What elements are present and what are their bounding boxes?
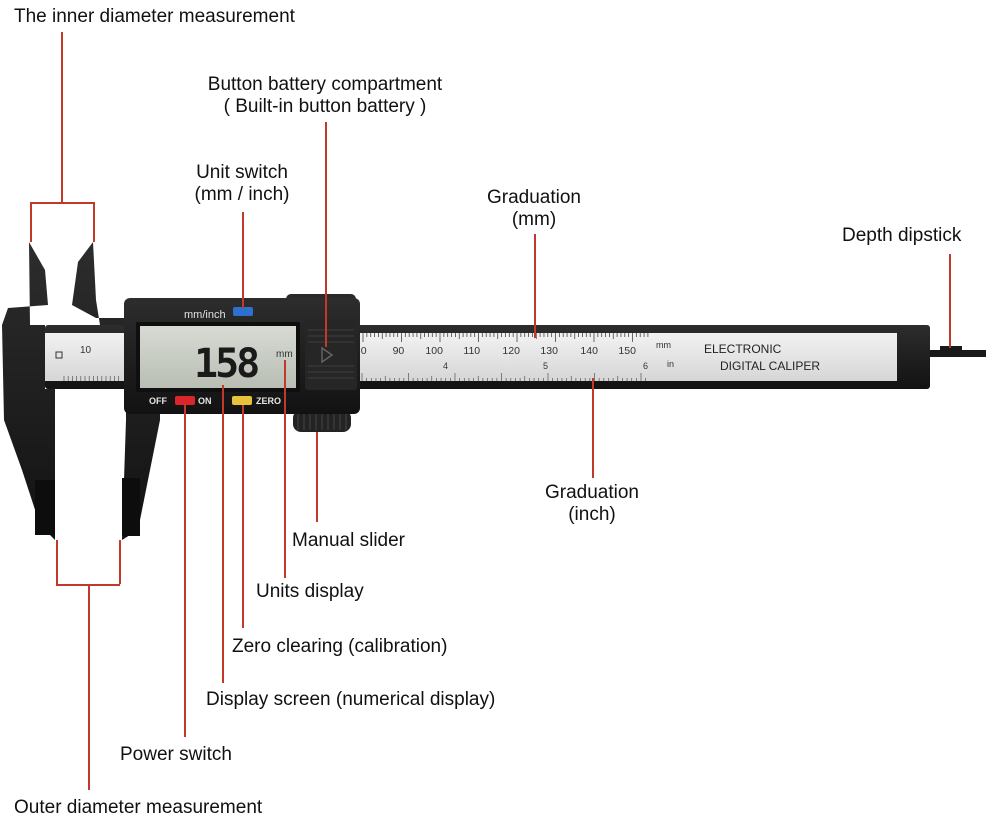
depth-dipstick-leader bbox=[949, 254, 951, 348]
scale-in-unit: in bbox=[667, 359, 674, 369]
fixed-jaw bbox=[2, 242, 55, 540]
depth-rod bbox=[920, 346, 986, 357]
inner-diameter-label: The inner diameter measurement bbox=[14, 6, 295, 27]
mm-tick-label: 100 bbox=[425, 345, 443, 357]
mm-tick-label: 90 bbox=[393, 345, 405, 357]
mode-label: mm/inch bbox=[184, 309, 226, 321]
lcd-unit: mm bbox=[276, 349, 293, 360]
graduation-inch-line2: (inch) bbox=[568, 504, 616, 525]
power-switch-leader bbox=[184, 405, 186, 737]
graduation-mm-label: Graduation (mm) bbox=[474, 187, 594, 231]
lcd-reading: 158 bbox=[194, 341, 258, 387]
inch-major-label: 5 bbox=[543, 361, 548, 371]
battery-leader bbox=[325, 122, 327, 347]
on-label: ON bbox=[198, 396, 212, 406]
brand-line2: DIGITAL CALIPER bbox=[720, 359, 820, 373]
brand-line1: ELECTRONIC bbox=[704, 342, 782, 356]
zero-button[interactable] bbox=[232, 396, 252, 405]
zero-clearing-leader bbox=[242, 405, 244, 628]
graduation-mm-leader bbox=[534, 234, 536, 338]
battery-label-line2: ( Built-in button battery ) bbox=[223, 96, 427, 117]
mm-scale-numbers: 0 90 100 110 120 130 140 150 4 5 6 bbox=[361, 345, 648, 371]
units-display-label: Units display bbox=[256, 581, 364, 602]
mm-tick-label: 150 bbox=[618, 345, 636, 357]
scale-mm-unit: mm bbox=[656, 340, 671, 350]
display-screen-leader bbox=[222, 385, 224, 683]
graduation-mm-line2: (mm) bbox=[511, 209, 557, 230]
battery-compartment-label: Button battery compartment ( Built-in bu… bbox=[190, 74, 460, 118]
jaw-scale-tick: 10 bbox=[80, 345, 92, 356]
manual-slider-label: Manual slider bbox=[292, 530, 405, 551]
outer-diameter-label: Outer diameter measurement bbox=[14, 797, 263, 818]
inch-scale-ticks bbox=[63, 373, 647, 381]
graduation-mm-line1: Graduation bbox=[486, 187, 581, 208]
depth-dipstick-label: Depth dipstick bbox=[842, 225, 962, 246]
off-label: OFF bbox=[149, 396, 167, 406]
manual-slider-leader bbox=[316, 432, 318, 522]
mm-tick-label: 130 bbox=[540, 345, 558, 357]
inch-major-label: 6 bbox=[643, 361, 648, 371]
mm-tick-label: 110 bbox=[463, 345, 480, 357]
mm-tick-label: 140 bbox=[580, 345, 598, 357]
unit-switch-line2: (mm / inch) bbox=[194, 184, 290, 205]
battery-label-line1: Button battery compartment bbox=[207, 74, 443, 95]
unit-switch-leader bbox=[242, 212, 244, 308]
units-display-leader bbox=[284, 360, 286, 578]
display-head bbox=[124, 298, 360, 414]
zero-label: ZERO bbox=[256, 396, 281, 406]
unit-switch-button[interactable] bbox=[233, 307, 253, 316]
jaw-scale bbox=[45, 333, 125, 381]
zero-clearing-label: Zero clearing (calibration) bbox=[232, 636, 448, 657]
mm-scale-ticks bbox=[362, 333, 649, 342]
graduation-inch-label: Graduation (inch) bbox=[532, 482, 652, 526]
mm-tick-label: 0 bbox=[361, 345, 367, 357]
inch-major-label: 4 bbox=[443, 361, 448, 371]
graduation-inch-leader bbox=[592, 378, 594, 478]
display-screen-label: Display screen (numerical display) bbox=[206, 689, 496, 710]
unit-switch-label: Unit switch (mm / inch) bbox=[180, 162, 304, 206]
sliding-jaw bbox=[72, 242, 160, 540]
power-button[interactable] bbox=[175, 396, 195, 405]
unit-switch-line1: Unit switch bbox=[196, 162, 288, 183]
graduation-inch-line1: Graduation bbox=[544, 482, 639, 503]
mm-tick-label: 120 bbox=[502, 345, 520, 357]
power-switch-label: Power switch bbox=[120, 744, 232, 765]
